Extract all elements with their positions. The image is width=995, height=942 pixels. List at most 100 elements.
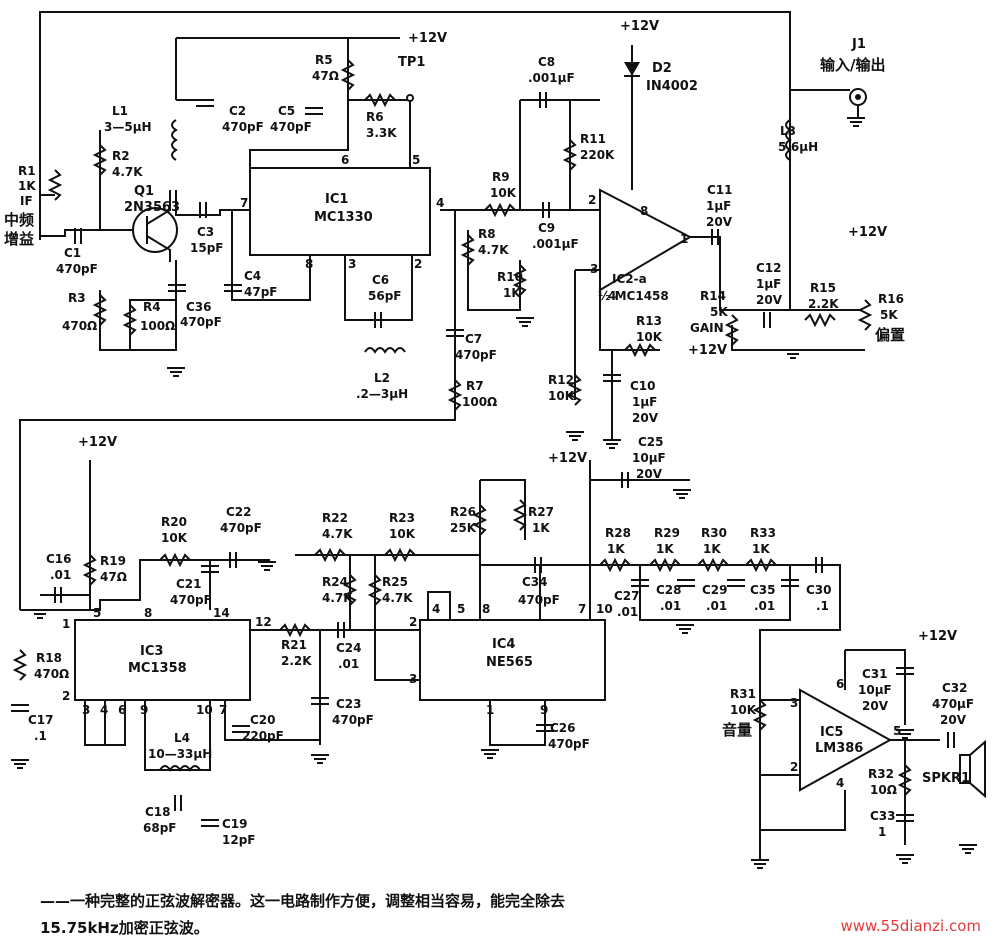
c3-val: 15pF: [190, 241, 224, 255]
c5-ref: C5: [278, 104, 295, 118]
r1-cn: 中频: [4, 211, 34, 229]
r30-ref: R30: [701, 526, 727, 540]
c16-val: .01: [50, 568, 71, 582]
c8-val: .001μF: [528, 71, 575, 85]
ic3-pin: 5: [93, 606, 101, 620]
c17-val: .1: [34, 729, 47, 743]
r21-ref: R21: [281, 638, 307, 652]
r13-val: 10K: [636, 330, 663, 344]
r15-val: 2.2K: [808, 297, 839, 311]
c24-ref: C24: [336, 641, 362, 655]
c19-ref: C19: [222, 817, 248, 831]
r27-val: 1K: [532, 521, 550, 535]
r32-ref: R32: [868, 767, 894, 781]
c23-ref: C23: [336, 697, 362, 711]
speaker-icon: SPKR1: [922, 739, 986, 799]
ic2-pin: 3: [590, 262, 598, 276]
ic4-ref: IC4: [492, 637, 515, 652]
ic5-amplifier: IC5 LM386 6 3 2 4 5: [790, 677, 901, 792]
ic3-pin: 6: [118, 703, 126, 717]
ic3-ref: IC3: [140, 644, 163, 659]
r11-val: 220K: [580, 148, 615, 162]
ic5-pin: 4: [836, 776, 844, 790]
r20-val: 10K: [161, 531, 188, 545]
r6-ref: R6: [366, 110, 384, 124]
r8-ref: R8: [478, 227, 496, 241]
c28-val: .01: [660, 599, 681, 613]
c21-val: 470pF: [170, 593, 212, 607]
r28-ref: R28: [605, 526, 631, 540]
ic5-pin: 6: [836, 677, 844, 691]
c10-ref: C10: [630, 379, 656, 393]
r18-ref: R18: [36, 651, 62, 665]
ic4-pin: 5: [457, 602, 465, 616]
d2-ref: D2: [652, 61, 672, 76]
r1-val: 1K: [18, 179, 36, 193]
ic4-pin: 10: [596, 602, 613, 616]
ic4-part: NE565: [486, 655, 533, 670]
d2-diode: D2 IN4002: [624, 61, 698, 94]
ic3-chip: IC3 MC1358 5 8 14 1 2 12 3 4 6 9 10 7: [62, 606, 272, 717]
supply-label: +12V: [918, 629, 957, 644]
r12-ref: R12: [548, 373, 574, 387]
ic3-pin: 7: [219, 703, 227, 717]
r32-val: 10Ω: [870, 783, 897, 797]
r2-ref: R2: [112, 149, 130, 163]
ic4-pin: 7: [578, 602, 586, 616]
c25-val: 10μF: [632, 451, 666, 465]
r14-val: 5K: [710, 305, 728, 319]
r31-val: 10K: [730, 703, 757, 717]
wiring: [19, 11, 940, 860]
ic3-pin: 12: [255, 615, 272, 629]
c23-val: 470pF: [332, 713, 374, 727]
r4-ref: R4: [143, 300, 161, 314]
ic1-pin: 6: [341, 153, 349, 167]
c21-ref: C21: [176, 577, 202, 591]
c9-ref: C9: [538, 221, 555, 235]
c20-val: 220pF: [242, 729, 284, 743]
ic4-pin: 4: [432, 602, 440, 616]
c33-val: 1: [878, 825, 886, 839]
r27-ref: R27: [528, 505, 554, 519]
c31-val: 10μF: [858, 683, 892, 697]
supply-labels: +12V +12V +12V +12V +12V +12V +12V: [78, 19, 957, 644]
c35-ref: C35: [750, 583, 776, 597]
c18-ref: C18: [145, 805, 171, 819]
c33-ref: C33: [870, 809, 896, 823]
c17-ref: C17: [28, 713, 54, 727]
ic2-pin: 2: [588, 193, 596, 207]
c31-v: 20V: [862, 699, 889, 713]
ic1-pin: 4: [436, 196, 444, 210]
component-labels: R1 1K IF 中频 增益 C1 470pF R2 4.7K L1 3—5μH…: [4, 53, 974, 847]
ic3-pin: 14: [213, 606, 230, 620]
caption-line-1: ——一种完整的正弦波解密器。这一电路制作方便，调整相当容易，能完全除去: [40, 892, 566, 910]
r26-ref: R26: [450, 505, 476, 519]
r23-ref: R23: [389, 511, 415, 525]
r14-ref: R14: [700, 289, 726, 303]
r22-ref: R22: [322, 511, 348, 525]
r6-val: 3.3K: [366, 126, 397, 140]
supply-label: +12V: [408, 31, 447, 46]
r29-ref: R29: [654, 526, 680, 540]
r7-val: 100Ω: [462, 395, 497, 409]
l2-val: .2—3μH: [356, 387, 408, 401]
r15-ref: R15: [810, 281, 836, 295]
r18-val: 470Ω: [34, 667, 69, 681]
r1-cn2: 增益: [4, 230, 34, 248]
r33-ref: R33: [750, 526, 776, 540]
tp1-ref: TP1: [398, 55, 425, 70]
r26-val: 25K: [450, 521, 477, 535]
c11-val: 1μF: [706, 199, 731, 213]
ic1-chip: IC1 MC1330 7 6 5 4 8 3 2: [240, 153, 444, 271]
r28-val: 1K: [607, 542, 625, 556]
figure-caption: ——一种完整的正弦波解密器。这一电路制作方便，调整相当容易，能完全除去 15.7…: [40, 888, 940, 942]
ic5-pin: 2: [790, 760, 798, 774]
c6-ref: C6: [372, 273, 389, 287]
r30-val: 1K: [703, 542, 721, 556]
r24-ref: R24: [322, 575, 348, 589]
ic2-pin: 1: [680, 232, 688, 246]
c12-val: 1μF: [756, 277, 781, 291]
l4-val: 10—33μH: [148, 747, 212, 761]
r1-type: IF: [20, 194, 33, 208]
